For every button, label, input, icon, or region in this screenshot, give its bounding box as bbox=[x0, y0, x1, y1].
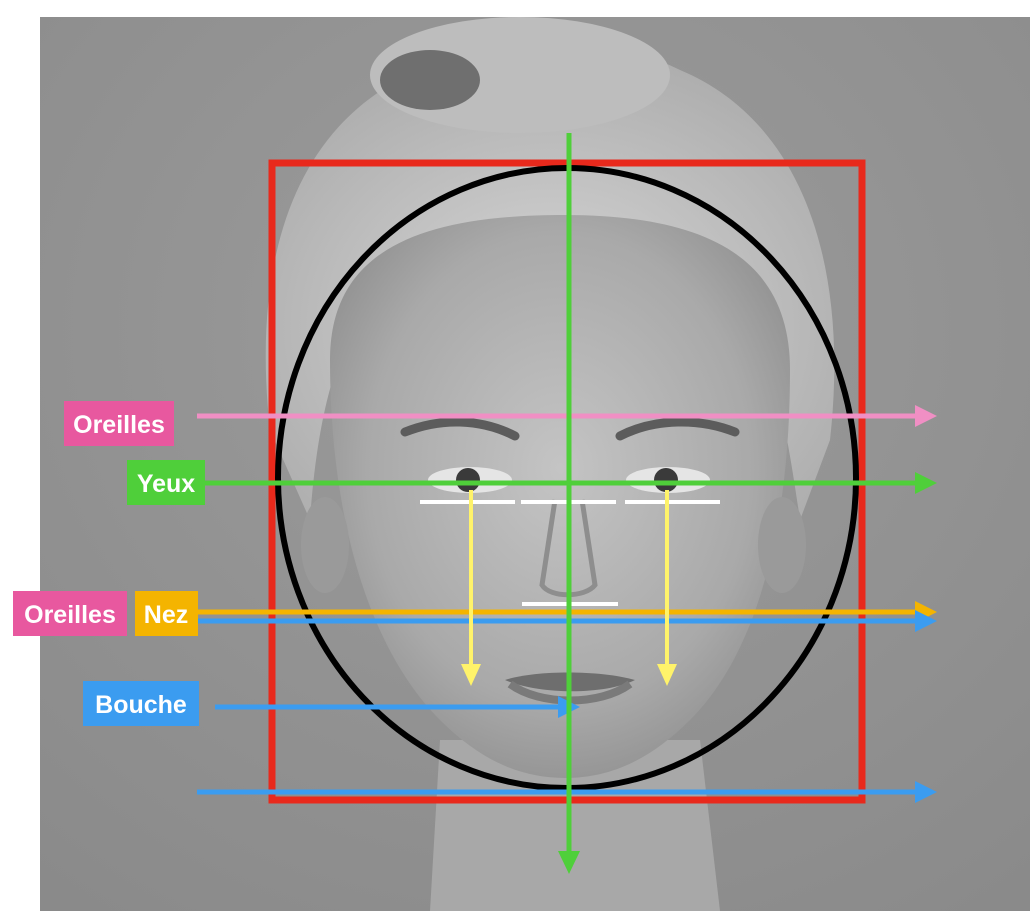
label-mouth-text: Bouche bbox=[95, 691, 187, 719]
chin-line bbox=[197, 781, 937, 803]
label-ears-top-text: Oreilles bbox=[73, 411, 165, 439]
pupil-guide-arrows bbox=[461, 490, 677, 686]
eyes-line bbox=[205, 472, 937, 494]
label-eyes: Yeux bbox=[127, 460, 205, 505]
label-ears-top: Oreilles bbox=[64, 401, 174, 446]
label-ears-bottom-text: Oreilles bbox=[24, 601, 116, 629]
label-ears-bottom: Oreilles bbox=[13, 591, 127, 636]
label-nose-text: Nez bbox=[144, 601, 188, 629]
center-vertical-line bbox=[558, 133, 580, 874]
label-nose: Nez bbox=[135, 591, 198, 636]
ears-bottom-line bbox=[197, 610, 937, 632]
label-eyes-text: Yeux bbox=[137, 470, 195, 498]
label-mouth: Bouche bbox=[83, 681, 199, 726]
ears-top-line bbox=[197, 405, 937, 427]
